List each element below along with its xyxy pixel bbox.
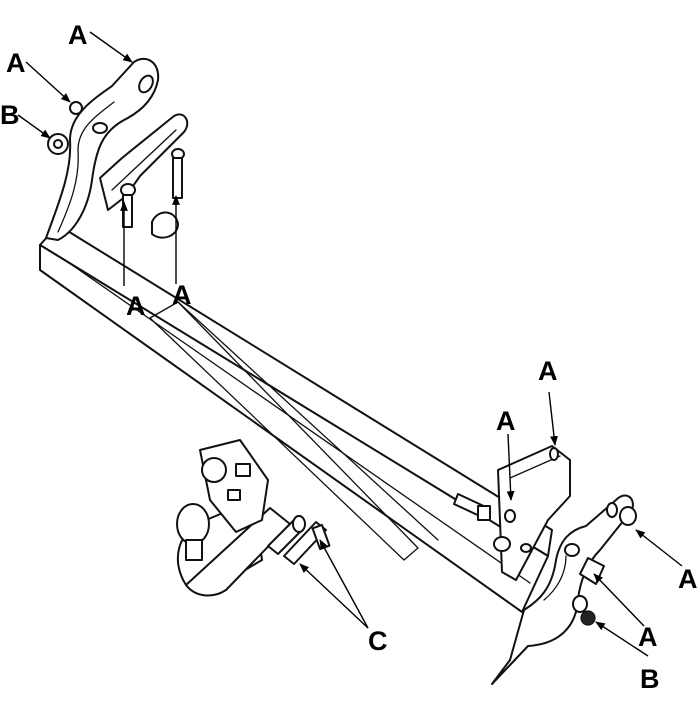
right-arm-plate bbox=[491, 494, 634, 685]
right-arm-hole bbox=[564, 543, 580, 557]
callout-b1: B bbox=[0, 100, 20, 130]
left-arm-plate bbox=[45, 57, 160, 241]
nut bbox=[493, 536, 511, 552]
callout-a7: A bbox=[678, 564, 698, 594]
leader-lines bbox=[17, 31, 683, 657]
callout-a1: A bbox=[68, 20, 88, 50]
washer-b2 bbox=[580, 610, 596, 626]
callout-b2: B bbox=[640, 664, 660, 694]
right-mounting-bracket bbox=[497, 445, 571, 581]
left-fasteners bbox=[47, 101, 83, 155]
crossbar-centre-plate bbox=[149, 301, 419, 561]
left-side-bracket bbox=[45, 57, 160, 241]
left-arm-slot bbox=[138, 74, 154, 94]
left-arm-hole bbox=[92, 122, 108, 134]
callout-a5: A bbox=[538, 356, 558, 386]
right-arm-slot bbox=[606, 502, 618, 518]
bolt-shank bbox=[172, 157, 183, 199]
right-arm-hole bbox=[572, 595, 588, 613]
shackle-part bbox=[151, 211, 179, 239]
towball bbox=[176, 503, 210, 545]
socket-bolt bbox=[227, 489, 241, 501]
callout-a3: A bbox=[126, 291, 146, 321]
nut bbox=[69, 101, 83, 115]
towball-collar bbox=[185, 539, 203, 561]
callout-a8: A bbox=[638, 622, 658, 652]
towball-assembly bbox=[176, 439, 291, 597]
callout-a6: A bbox=[496, 406, 516, 436]
socket-ring bbox=[201, 457, 227, 483]
central-bolts bbox=[267, 515, 331, 565]
nut bbox=[619, 506, 637, 526]
callout-a4: A bbox=[172, 280, 192, 310]
left-mounting-bracket bbox=[99, 113, 189, 239]
callout-labels: A A B A A A A A A B C bbox=[0, 20, 698, 694]
bolt-shank bbox=[122, 194, 133, 228]
socket-bolt bbox=[235, 463, 251, 477]
callout-c1: C bbox=[368, 626, 388, 656]
callout-a2: A bbox=[6, 48, 26, 78]
right-side-bracket bbox=[491, 494, 634, 685]
